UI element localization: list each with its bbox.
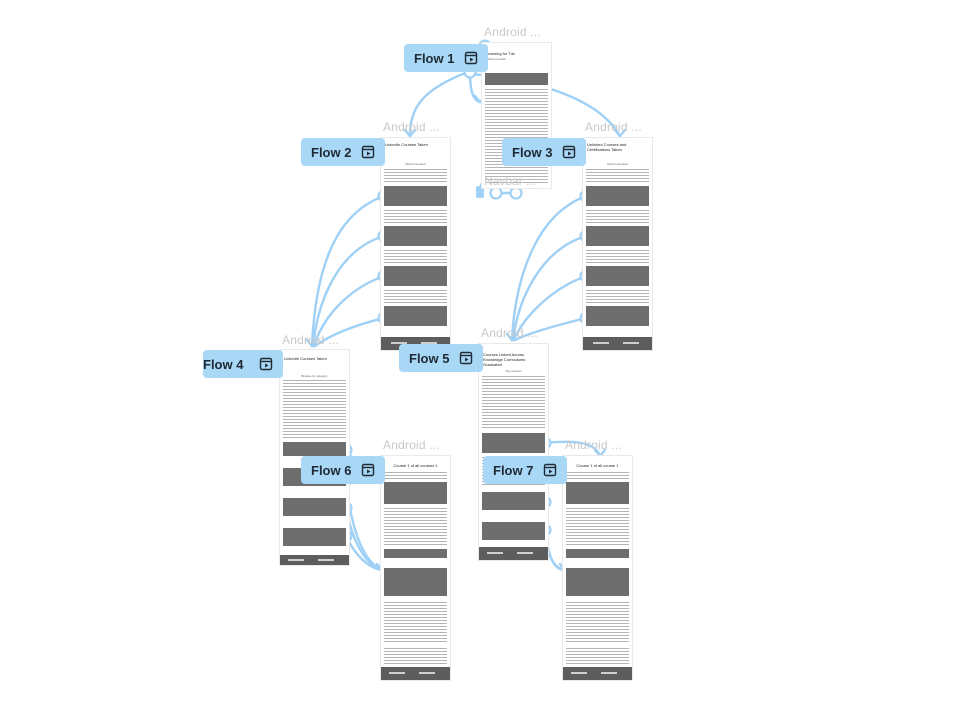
play-frame-icon [259, 357, 273, 371]
play-frame-icon [465, 51, 478, 65]
course-card[interactable] [482, 492, 545, 510]
flow-3-chip[interactable]: Flow 3 [502, 138, 587, 166]
course-card[interactable] [384, 186, 447, 206]
play-frame-icon [460, 351, 473, 365]
course-card[interactable] [384, 266, 447, 286]
navbar-frame-title: Navbar ... [484, 174, 537, 188]
flow-2-label: Flow 2 [311, 144, 352, 160]
frame-course-detail-2[interactable]: Course 1 of all course 1 [563, 456, 632, 680]
frame-title-unlinked: Android ... [585, 120, 642, 134]
course-card[interactable] [586, 266, 649, 286]
video-thumbnail[interactable] [566, 482, 629, 504]
bottom-nav[interactable] [479, 547, 548, 560]
frame-heading: Learning for Tdc [486, 51, 516, 56]
flow-2-chip[interactable]: Flow 2 [301, 138, 386, 166]
flow-connector [311, 234, 386, 348]
frame-title-category: Android ... [282, 333, 339, 347]
course-card[interactable] [586, 306, 649, 326]
frame-title-home: Android ... [484, 25, 541, 39]
bottom-nav[interactable] [563, 667, 632, 680]
frame-title-courses: Android ... [383, 120, 440, 134]
course-card[interactable] [586, 186, 649, 206]
frame-subheading: Recommended [607, 162, 628, 166]
flow-1-label: Flow 1 [414, 50, 455, 66]
frame-unlinked-courses[interactable]: Unlinked Courses and Certifications Take… [583, 138, 652, 350]
flow-connector [344, 478, 384, 572]
connector-handle[interactable] [489, 186, 503, 200]
flow-connector [468, 70, 482, 104]
divider-card [566, 549, 629, 558]
play-frame-icon [563, 145, 576, 159]
bottom-nav[interactable] [583, 337, 652, 350]
frame-subheading: Top courses [505, 369, 522, 373]
video-thumbnail[interactable] [566, 568, 629, 596]
frame-course-detail[interactable]: Course 1 of all courses 1 [381, 456, 450, 680]
flow-connector [543, 528, 567, 572]
flow-3-label: Flow 3 [512, 144, 553, 160]
bottom-nav[interactable] [280, 555, 349, 565]
course-card[interactable] [283, 528, 346, 546]
play-frame-icon [544, 463, 557, 477]
frame-home[interactable]: Learning for Tdc Welcome back [482, 43, 551, 188]
play-frame-icon [362, 463, 375, 477]
flow-connector [344, 506, 384, 572]
frame-heading: Course 1 of all course 1 [576, 463, 619, 468]
hero-image [485, 73, 548, 85]
frame-title-course-detail: Android ... [383, 438, 440, 452]
course-card[interactable] [586, 226, 649, 246]
course-card[interactable] [384, 306, 447, 326]
course-card[interactable] [283, 498, 346, 516]
flow-5-chip[interactable]: Flow 5 [399, 344, 484, 372]
video-thumbnail[interactable] [384, 568, 447, 596]
frame-heading: LinkedIn Courses Taken [284, 356, 327, 361]
course-card[interactable] [482, 433, 545, 453]
flow-4-chip[interactable]: Flow 4 [203, 350, 283, 378]
play-frame-icon [362, 145, 375, 159]
frame-title-course-detail-2: Android ... [565, 438, 622, 452]
flow-connector [344, 534, 384, 572]
frame-subheading: Recommended [405, 162, 426, 166]
flow-1-chip[interactable]: Flow 1 [404, 44, 489, 72]
frame-heading: LinkedIn Courses Taken [385, 142, 428, 147]
course-card[interactable] [482, 522, 545, 540]
frame-heading: Courses Linked Across Knowledge Curricul… [483, 352, 526, 367]
flow-connector [511, 234, 588, 342]
frame-subheading: Welcome back [486, 57, 506, 61]
flow-6-chip[interactable]: Flow 6 [301, 456, 386, 484]
flow-connector [310, 194, 386, 348]
course-card[interactable] [283, 442, 346, 456]
frame-heading: Unlinked Courses and Certifications Take… [587, 142, 627, 152]
flow-connector [510, 194, 588, 342]
flow-6-label: Flow 6 [311, 462, 352, 478]
flow-connector [543, 500, 567, 572]
frame-subheading: Browse by category [301, 374, 328, 378]
flow-7-label: Flow 7 [493, 462, 534, 478]
bottom-nav[interactable] [381, 667, 450, 680]
video-thumbnail[interactable] [384, 482, 447, 504]
flow-7-chip[interactable]: Flow 7 [483, 456, 568, 484]
course-card[interactable] [384, 226, 447, 246]
flow-5-label: Flow 5 [409, 350, 450, 366]
frame-heading: Course 1 of all courses 1 [393, 463, 438, 468]
frame-courses-taken[interactable]: LinkedIn Courses Taken Recommended [381, 138, 450, 350]
connector-handle[interactable] [509, 186, 523, 200]
frame-curriculum[interactable]: Courses Linked Across Knowledge Curricul… [479, 344, 548, 560]
divider-card [384, 549, 447, 558]
flow-4-label: Flow 4 [203, 356, 244, 372]
frame-title-curriculum: Android ... [481, 326, 538, 340]
body-text [485, 89, 548, 184]
